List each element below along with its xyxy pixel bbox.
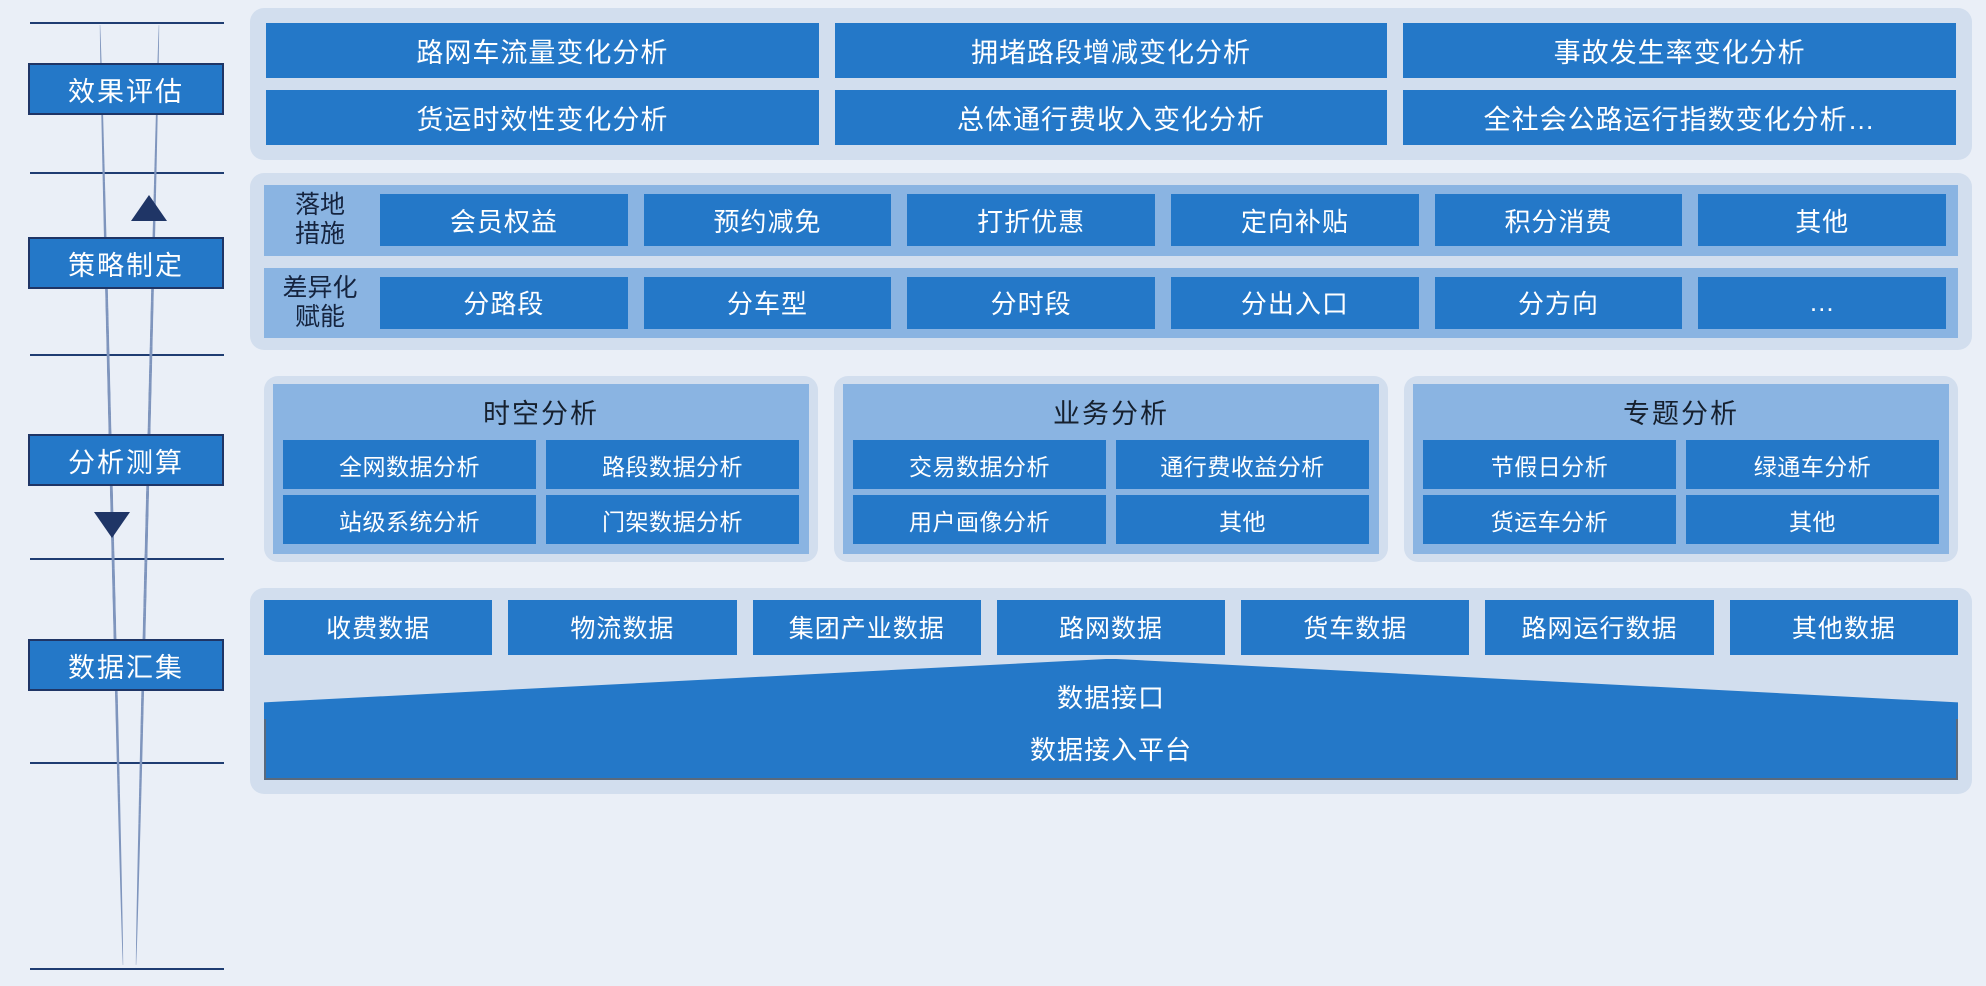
analysis-tile[interactable]: 绿通车分析	[1686, 440, 1939, 489]
data-source-tile[interactable]: 物流数据	[508, 600, 737, 655]
stage-chip-data-collection[interactable]: 数据汇集	[28, 639, 224, 691]
analysis-group-thematic: 专题分析 节假日分析 绿通车分析 货运车分析 其他	[1404, 376, 1958, 562]
analysis-row: 全网数据分析 路段数据分析	[283, 440, 799, 489]
panel-effect-evaluation: 路网车流量变化分析 拥堵路段增减变化分析 事故发生率变化分析 货运时效性变化分析…	[250, 8, 1972, 160]
strategy-band-measures: 落地 措施 会员权益 预约减免 打折优惠 定向补贴 积分消费 其他	[264, 185, 1958, 256]
evaluation-tile[interactable]: 拥堵路段增减变化分析	[834, 23, 1388, 78]
analysis-tile[interactable]: 其他	[1116, 495, 1369, 544]
analysis-group-title: 时空分析	[483, 399, 599, 429]
stage-label: 分析测算	[68, 447, 184, 478]
data-source-tile[interactable]: 其他数据	[1729, 600, 1958, 655]
evaluation-row: 路网车流量变化分析 拥堵路段增减变化分析 事故发生率变化分析	[266, 23, 1957, 78]
strategy-tile[interactable]: 预约减免	[643, 194, 892, 247]
analysis-tile[interactable]: 全网数据分析	[283, 440, 536, 489]
analysis-tile[interactable]: 站级系统分析	[283, 495, 536, 544]
strategy-tile[interactable]: 打折优惠	[907, 194, 1156, 247]
analysis-group-business: 业务分析 交易数据分析 通行费收益分析 用户画像分析 其他	[834, 376, 1388, 562]
data-interface-label: 数据接口	[1056, 682, 1165, 713]
analysis-tile[interactable]: 门架数据分析	[546, 495, 799, 544]
data-platform-label: 数据接入平台	[1029, 735, 1192, 766]
data-source-tile[interactable]: 集团产业数据	[752, 600, 981, 655]
analysis-group-spatiotemporal: 时空分析 全网数据分析 路段数据分析 站级系统分析 门架数据分析	[264, 376, 818, 562]
evaluation-tile[interactable]: 事故发生率变化分析	[1403, 23, 1957, 78]
data-source-tile[interactable]: 路网数据	[996, 600, 1226, 655]
feedback-loop-line-right	[134, 22, 161, 968]
rail-divider	[30, 968, 224, 970]
stage-label: 数据汇集	[68, 652, 184, 683]
data-source-tile[interactable]: 收费数据	[264, 600, 493, 655]
analysis-group-title: 业务分析	[1053, 399, 1169, 429]
stage-chip-effect-evaluation[interactable]: 效果评估	[28, 63, 224, 115]
panel-strategy-formulation: 落地 措施 会员权益 预约减免 打折优惠 定向补贴 积分消费 其他 差异化 赋能…	[250, 173, 1972, 350]
stage-label: 策略制定	[68, 250, 184, 281]
feedback-loop-line-left	[98, 22, 125, 968]
strategy-band-label: 差异化 赋能	[282, 273, 358, 331]
strategy-tile[interactable]: …	[1698, 276, 1947, 329]
analysis-tile[interactable]: 其他	[1686, 495, 1939, 544]
arrow-up-icon	[131, 195, 167, 221]
stage-chip-analysis-calculation[interactable]: 分析测算	[28, 434, 224, 486]
data-interface-banner[interactable]: 数据接口	[264, 658, 1958, 720]
analysis-tile[interactable]: 通行费收益分析	[1116, 440, 1369, 489]
panel-analysis-calculation: 时空分析 全网数据分析 路段数据分析 站级系统分析 门架数据分析 业务分析 交易…	[250, 363, 1972, 575]
rail-divider	[30, 762, 224, 764]
strategy-tile[interactable]: 分方向	[1434, 276, 1683, 329]
data-platform-banner[interactable]: 数据接入平台	[264, 719, 1958, 780]
analysis-row: 用户画像分析 其他	[853, 495, 1369, 544]
strategy-tile[interactable]: 分出入口	[1171, 276, 1419, 329]
strategy-tile[interactable]: 会员权益	[380, 194, 628, 247]
analysis-tile[interactable]: 节假日分析	[1423, 440, 1676, 489]
analysis-tile[interactable]: 交易数据分析	[853, 440, 1106, 489]
arrow-down-icon	[94, 512, 130, 538]
strategy-tile[interactable]: 其他	[1698, 194, 1947, 247]
strategy-tile[interactable]: 定向补贴	[1171, 194, 1419, 247]
analysis-tile[interactable]: 用户画像分析	[853, 495, 1106, 544]
strategy-tile[interactable]: 分路段	[380, 276, 628, 329]
strategy-tile[interactable]: 积分消费	[1434, 194, 1683, 247]
data-source-row: 收费数据 物流数据 集团产业数据 路网数据 货车数据 路网运行数据 其他数据	[264, 600, 1958, 655]
analysis-row: 货运车分析 其他	[1423, 495, 1939, 544]
analysis-group-inner: 业务分析 交易数据分析 通行费收益分析 用户画像分析 其他	[843, 384, 1379, 554]
analysis-group-inner: 时空分析 全网数据分析 路段数据分析 站级系统分析 门架数据分析	[273, 384, 809, 554]
analysis-row: 交易数据分析 通行费收益分析	[853, 440, 1369, 489]
rail-divider	[30, 354, 224, 356]
data-source-tile[interactable]: 路网运行数据	[1485, 600, 1714, 655]
strategy-tile[interactable]: 分时段	[907, 276, 1156, 329]
strategy-band-differentiation: 差异化 赋能 分路段 分车型 分时段 分出入口 分方向 …	[264, 267, 1958, 338]
analysis-tile[interactable]: 货运车分析	[1423, 495, 1676, 544]
stage-label: 效果评估	[68, 76, 184, 107]
strategy-band-label: 落地 措施	[294, 191, 345, 249]
panel-data-collection: 收费数据 物流数据 集团产业数据 路网数据 货车数据 路网运行数据 其他数据 数…	[250, 588, 1972, 794]
panel-stack: 路网车流量变化分析 拥堵路段增减变化分析 事故发生率变化分析 货运时效性变化分析…	[240, 0, 1986, 986]
evaluation-row: 货运时效性变化分析 总体通行费收入变化分析 全社会公路运行指数变化分析…	[266, 90, 1957, 145]
data-source-tile[interactable]: 货车数据	[1241, 600, 1470, 655]
stage-rail: 效果评估 策略制定 分析测算 数据汇集	[0, 0, 240, 986]
evaluation-tile[interactable]: 全社会公路运行指数变化分析…	[1403, 90, 1957, 145]
rail-divider	[30, 22, 224, 24]
analysis-row: 站级系统分析 门架数据分析	[283, 495, 799, 544]
rail-divider	[30, 558, 224, 560]
rail-divider	[30, 172, 224, 174]
evaluation-tile[interactable]: 总体通行费收入变化分析	[834, 90, 1388, 145]
analysis-tile[interactable]: 路段数据分析	[546, 440, 799, 489]
evaluation-tile[interactable]: 路网车流量变化分析	[266, 23, 819, 78]
strategy-tile[interactable]: 分车型	[643, 276, 892, 329]
stage-chip-strategy-formulation[interactable]: 策略制定	[28, 237, 224, 289]
analysis-group-title: 专题分析	[1623, 399, 1739, 429]
analysis-row: 节假日分析 绿通车分析	[1423, 440, 1939, 489]
analysis-group-inner: 专题分析 节假日分析 绿通车分析 货运车分析 其他	[1413, 384, 1949, 554]
evaluation-tile[interactable]: 货运时效性变化分析	[266, 90, 819, 145]
